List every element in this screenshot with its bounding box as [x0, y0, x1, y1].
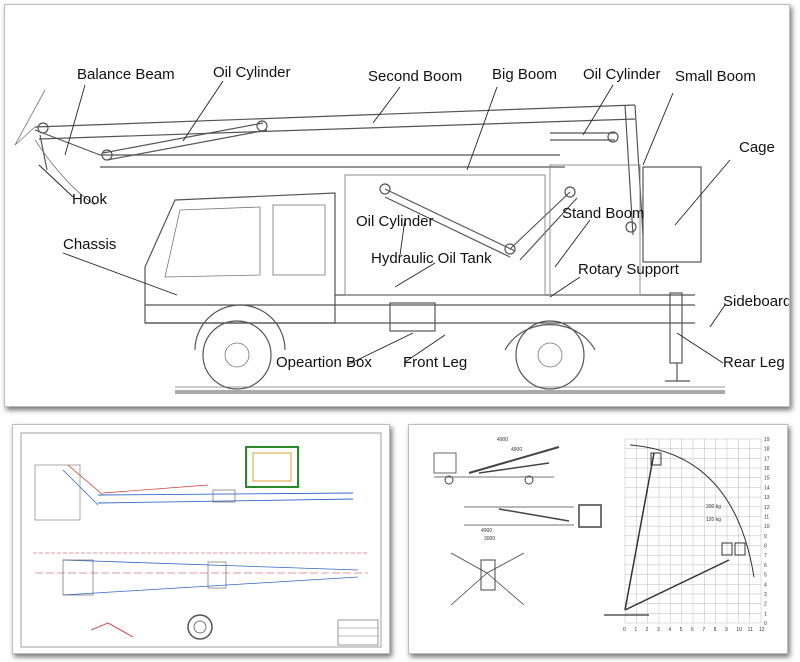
label-front-leg: Front Leg [403, 354, 467, 371]
green-detail-box [245, 446, 299, 488]
label-hook: Hook [72, 191, 108, 208]
cad-drawing-panel [12, 424, 390, 654]
dim-label-4: 4900 [481, 528, 492, 534]
label-second-boom: Second Boom [368, 68, 462, 85]
x-tick-label: 3 [657, 627, 660, 633]
y-tick-label: 17 [764, 456, 770, 462]
label-small-boom: Small Boom [675, 68, 756, 85]
cage-box [642, 166, 702, 263]
x-tick-label: 11 [748, 627, 753, 633]
label-stand-boom: Stand Boom [562, 205, 645, 222]
truck-diagram-panel: Balance Beam Oil Cylinder Second Boom Bi… [4, 4, 790, 407]
x-tick-label: 7 [702, 627, 705, 633]
y-tick-label: 19 [764, 437, 770, 443]
gear-detail [187, 614, 213, 640]
x-tick-label: 12 [759, 627, 765, 633]
y-tick-label: 10 [764, 524, 770, 530]
boom-side-view [34, 464, 354, 521]
x-tick-label: 10 [736, 627, 742, 633]
y-tick-label: 9 [764, 534, 767, 540]
y-tick-label: 7 [764, 553, 767, 559]
y-tick-label: 8 [764, 544, 767, 550]
y-tick-label: 3 [764, 592, 767, 598]
y-tick-label: 12 [764, 505, 770, 511]
x-tick-label: 4 [668, 627, 671, 633]
x-tick-label: 6 [691, 627, 694, 633]
y-tick-label: 4 [764, 582, 767, 588]
detail-part [90, 622, 134, 638]
ground-hatch [175, 386, 725, 394]
y-tick-label: 18 [764, 447, 770, 453]
x-tick-label: 0 [623, 627, 626, 633]
y-tick-label: 6 [764, 563, 767, 569]
dim-label-1: 4900 [497, 437, 508, 443]
y-tick-label: 16 [764, 466, 770, 472]
y-tick-label: 15 [764, 476, 770, 482]
x-tick-label: 8 [714, 627, 717, 633]
mini-truck-side [433, 446, 560, 485]
label-oil-cylinder-1: Oil Cylinder [213, 64, 291, 81]
y-tick-label: 14 [764, 485, 770, 491]
label-oil-cylinder-3: Oil Cylinder [356, 213, 434, 230]
boom-plan-view [33, 552, 368, 596]
wheels [194, 304, 596, 390]
x-tick-label: 2 [646, 627, 649, 633]
y-tick-label: 11 [764, 514, 769, 520]
boom-assembly [14, 89, 644, 261]
title-block [337, 619, 379, 646]
label-rotary-support: Rotary Support [578, 261, 680, 278]
dim-label-2: 4900 [511, 447, 522, 453]
x-tick-label: 9 [725, 627, 728, 633]
working-range-envelope [604, 444, 755, 616]
mini-truck-plan [464, 504, 602, 528]
truck-body [144, 164, 695, 382]
y-tick-label: 13 [764, 495, 770, 501]
outrigger-plan [450, 552, 525, 606]
label-rear-leg: Rear Leg [723, 354, 785, 371]
x-tick-label: 5 [680, 627, 683, 633]
dim-label-3: 3000 [484, 536, 495, 542]
label-balance-beam: Balance Beam [77, 66, 175, 83]
load-label-120: 120 kg [706, 517, 721, 523]
label-sideboard: Sideboard [723, 293, 789, 310]
y-tick-label: 0 [764, 621, 767, 627]
label-hydraulic-oil-tank: Hydraulic Oil Tank [371, 250, 492, 267]
y-tick-label: 1 [764, 611, 767, 617]
y-tick-label: 5 [764, 573, 767, 579]
load-label-200: 200 kg [706, 504, 721, 510]
label-oil-cylinder-2: Oil Cylinder [583, 66, 661, 83]
cad-drawing [20, 432, 382, 648]
label-cage: Cage [739, 139, 775, 156]
label-big-boom: Big Boom [492, 66, 557, 83]
label-chassis: Chassis [63, 236, 116, 253]
label-operation-box: Opeartion Box [276, 354, 372, 371]
x-tick-label: 1 [634, 627, 637, 633]
y-tick-label: 2 [764, 602, 767, 608]
truck-diagram: Balance Beam Oil Cylinder Second Boom Bi… [14, 64, 789, 394]
leader-lines [38, 80, 731, 366]
